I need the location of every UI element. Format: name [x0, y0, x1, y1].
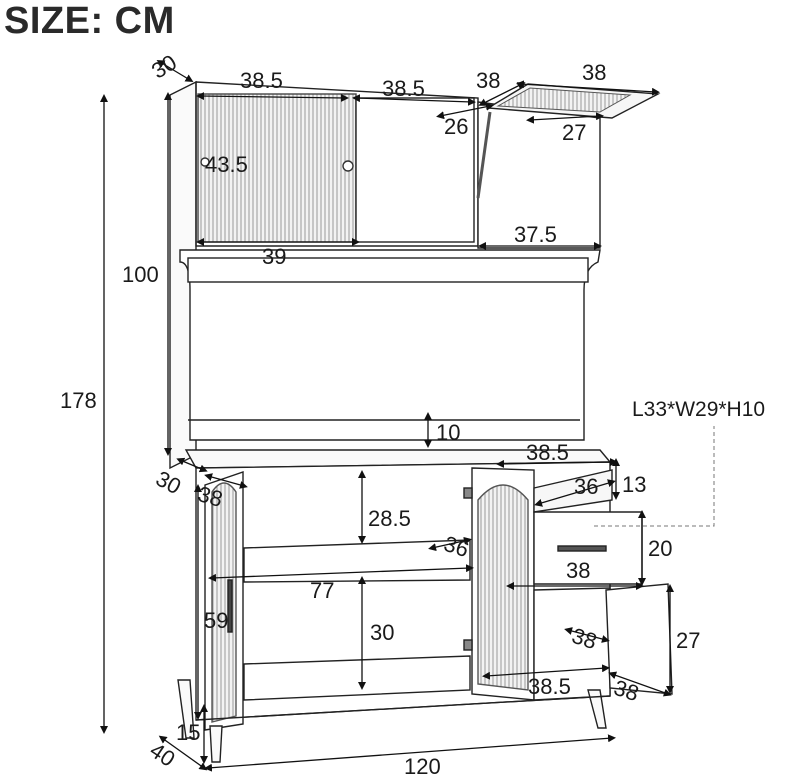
cabinet-body: [169, 80, 673, 763]
dim-shelf-gap: 10: [436, 420, 461, 445]
dim-top-mid-door-width: 38.5: [382, 76, 425, 101]
dimension-lines: [100, 59, 674, 772]
dim-drawer-front-width: 38: [566, 558, 591, 583]
dim-compartment-lower-height: 30: [370, 620, 395, 645]
dim-right-door-height: 27: [676, 628, 701, 653]
dim-drawer-width: 38.5: [526, 440, 569, 465]
dim-compartment-upper-height: 28.5: [368, 506, 411, 531]
dim-total-width: 120: [404, 754, 441, 779]
dim-leg-height: 15: [176, 720, 201, 745]
dim-top-left-door-width: 38.5: [240, 68, 283, 93]
dim-door-height: 59: [204, 608, 229, 633]
dim-drawer-front-height: 20: [648, 536, 673, 561]
dim-total-height: 178: [60, 388, 97, 413]
dim-top-door-height: 43.5: [205, 152, 248, 177]
dim-drawer-height: 13: [622, 472, 647, 497]
dim-top-right-inner-width: 37.5: [514, 222, 557, 247]
dim-upper-height: 100: [122, 262, 159, 287]
page-title: SIZE: CM: [4, 0, 175, 42]
drawer-callout-line: [594, 426, 715, 527]
dim-top-left-inner-width: 39: [262, 244, 287, 269]
dim-drawer-depth: 36: [574, 474, 599, 499]
dim-top-right-width: 38: [582, 60, 607, 85]
dim-top-right-depth: 38: [476, 68, 501, 93]
drawer-size-note: L33*W29*H10: [632, 398, 766, 421]
dim-inner-width: 77: [310, 578, 335, 603]
dim-flip-door-inner: 27: [562, 120, 587, 145]
dim-flip-door-depth: 26: [444, 114, 469, 139]
dim-bottom-right-width: 38.5: [528, 674, 571, 699]
